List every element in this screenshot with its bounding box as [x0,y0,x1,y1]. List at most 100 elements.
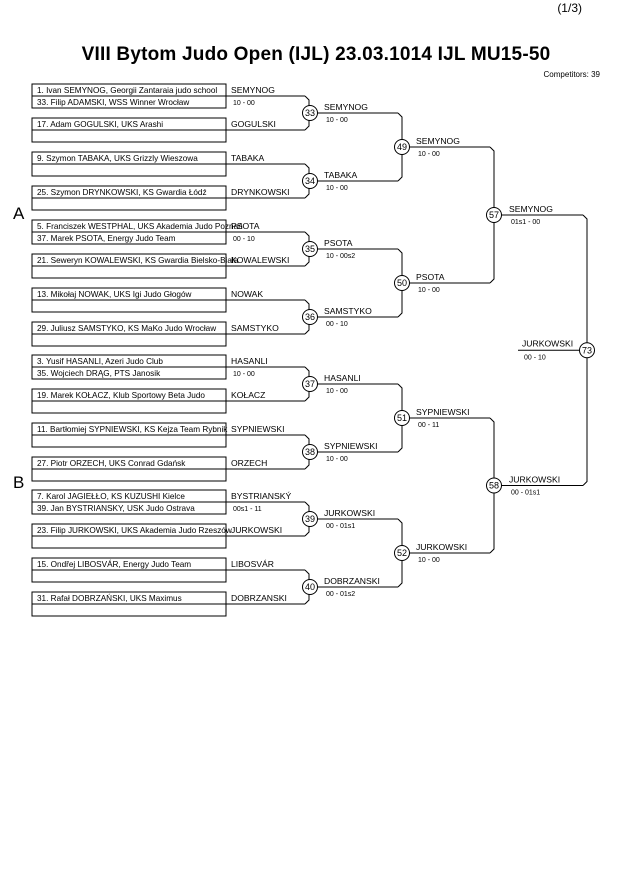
competitor-entry: 33. Filip ADAMSKI, WSS Winner Wrocław [37,98,189,107]
match-number: 35 [305,244,315,254]
competitor-entry: 3. Yusif HASANLI, Azeri Judo Club [37,357,163,366]
match-number: 57 [489,210,499,220]
match-number-badge [302,579,318,595]
round3-winner: PSOTA [416,272,445,282]
page-title: VIII Bytom Judo Open (IJL) 23.03.1014 IJ… [81,44,551,65]
match-number-badge [302,173,318,189]
advancing-competitor: TABAKA [231,153,265,163]
round2-score: 10 - 00 [326,185,348,192]
competitor-entry: 31. Rafał DOBRZAŃSKI, UKS Maximus [37,593,182,603]
page-indicator: (1/3) [557,1,582,15]
round2-score: 10 - 00 [326,388,348,395]
round2-score: 00 - 10 [326,321,348,328]
match-number-badge [486,207,502,223]
first-round-score: 00s1 - 11 [233,506,262,513]
round3-score: 10 - 00 [418,287,440,294]
round2-winner: SEMYNOG [324,102,368,112]
round2-score: 10 - 00 [326,456,348,463]
advancing-competitor: JURKOWSKI [231,525,282,535]
match-number-badge [302,444,318,460]
round3-score: 10 - 00 [418,557,440,564]
competitor-entry: 25. Szymon DRYNKOWSKI, KS Gwardia Łódź [37,188,207,197]
competitor-entry: 23. Filip JURKOWSKI, UKS Akademia Judo R… [37,526,232,535]
round4-score: 01s1 - 00 [511,219,540,226]
round2-winner: JURKOWSKI [324,508,375,518]
match-number: 33 [305,108,315,118]
competitor-entry: 9. Szymon TABAKA, UKS Grizzly Wieszowa [37,154,198,163]
pool-a-label: A [13,204,25,223]
advancing-competitor: DRYNKOWSKI [231,187,290,197]
competitor-entry: 39. Jan BYSTRIANSKY, USK Judo Ostrava [37,504,195,513]
competitor-entry: 29. Juliusz SAMSTYKO, KS MaKo Judo Wrocł… [37,324,216,333]
round3-score: 10 - 00 [418,151,440,158]
competitor-entry: 7. Karol JAGIEŁŁO, KS KUZUSHI Kielce [37,492,185,501]
competitor-entry: 17. Adam GOGULSKI, UKS Arashi [37,120,163,129]
match-number: 39 [305,514,315,524]
first-round-score: 00 - 10 [233,236,255,243]
competitor-entry: 13. Mikołaj NOWAK, UKS Igi Judo Głogów [37,290,191,299]
match-number: 34 [305,176,315,186]
advancing-competitor: HASANLI [231,356,268,366]
match-number: 38 [305,447,315,457]
round4-winner: JURKOWSKI [509,475,560,485]
competitor-entry: 5. Franciszek WESTPHAL, UKS Akademia Jud… [37,222,243,231]
match-number-badge [302,376,318,392]
round3-winner: JURKOWSKI [416,542,467,552]
round3-winner: SYPNIEWSKI [416,407,469,417]
round2-score: 00 - 01s2 [326,591,355,598]
match-number: 36 [305,312,315,322]
match-number: 49 [397,142,407,152]
competitor-entry: 35. Wojciech DRĄG, PTS Janosik [37,369,161,378]
advancing-competitor: SAMSTYKO [231,323,279,333]
competitor-entry: 19. Marek KOŁACZ, Klub Sportowy Beta Jud… [37,391,205,400]
advancing-competitor: NOWAK [231,289,263,299]
match-number: 58 [489,481,499,491]
round2-winner: HASANLI [324,373,361,383]
round3-winner: SEMYNOG [416,136,460,146]
competitor-entry: 27. Piotr ORZECH, UKS Conrad Gdańsk [37,459,186,468]
advancing-competitor: KOWALEWSKI [231,255,289,265]
round3-score: 00 - 11 [418,422,439,429]
match-number-badge [302,241,318,257]
match-number-badge [302,511,318,527]
pool-b-label: B [13,473,25,492]
match-number: 50 [397,278,407,288]
advancing-competitor: SYPNIEWSKI [231,424,284,434]
competitor-entry: 15. Ondřej LIBOSVÁR, Energy Judo Team [37,559,191,569]
match-number: 73 [582,345,592,355]
competitor-entry: 1. Ivan SEMYNOG, Georgii Zantaraia judo … [37,86,217,95]
advancing-competitor: GOGULSKI [231,119,276,129]
advancing-competitor: SEMYNOG [231,85,275,95]
competitor-entry: 11. Bartłomiej SYPNIEWSKI, KS Kejza Team… [37,425,228,434]
match-number: 37 [305,379,315,389]
advancing-competitor: KOŁACZ [231,390,265,400]
match-number-badge [579,342,595,359]
competitors-count: Competitors: 39 [543,70,600,79]
match-number-badge [394,410,410,426]
match-number: 51 [397,413,407,423]
round2-winner: SAMSTYKO [324,306,372,316]
advancing-competitor: BYSTRIANSKÝ [231,491,291,501]
champion-name: JURKOWSKI [522,338,573,348]
match-number-badge [394,139,410,155]
match-number-badge [394,275,410,291]
round4-score: 00 - 01s1 [511,490,540,497]
competitor-entry: 37. Marek PSOTA, Energy Judo Team [37,234,176,243]
match-number-badge [302,309,318,325]
round2-score: 10 - 00 [326,117,348,124]
advancing-competitor: LIBOSVÁR [231,559,274,569]
first-round-score: 10 - 00 [233,100,255,107]
competitor-entry: 21. Seweryn KOWALEWSKI, KS Gwardia Biels… [37,256,239,265]
round4-winner: SEMYNOG [509,204,553,214]
first-round-score: 10 - 00 [233,371,255,378]
match-number: 52 [397,548,407,558]
match-number-badge [486,477,502,494]
match-number: 40 [305,582,315,592]
round2-winner: DOBRZANSKI [324,576,380,586]
advancing-competitor: ORZECH [231,458,267,468]
round2-score: 00 - 01s1 [326,523,355,530]
match-number-badge [302,105,318,121]
advancing-competitor: DOBRZANSKI [231,593,287,603]
round2-score: 10 - 00s2 [326,253,355,260]
